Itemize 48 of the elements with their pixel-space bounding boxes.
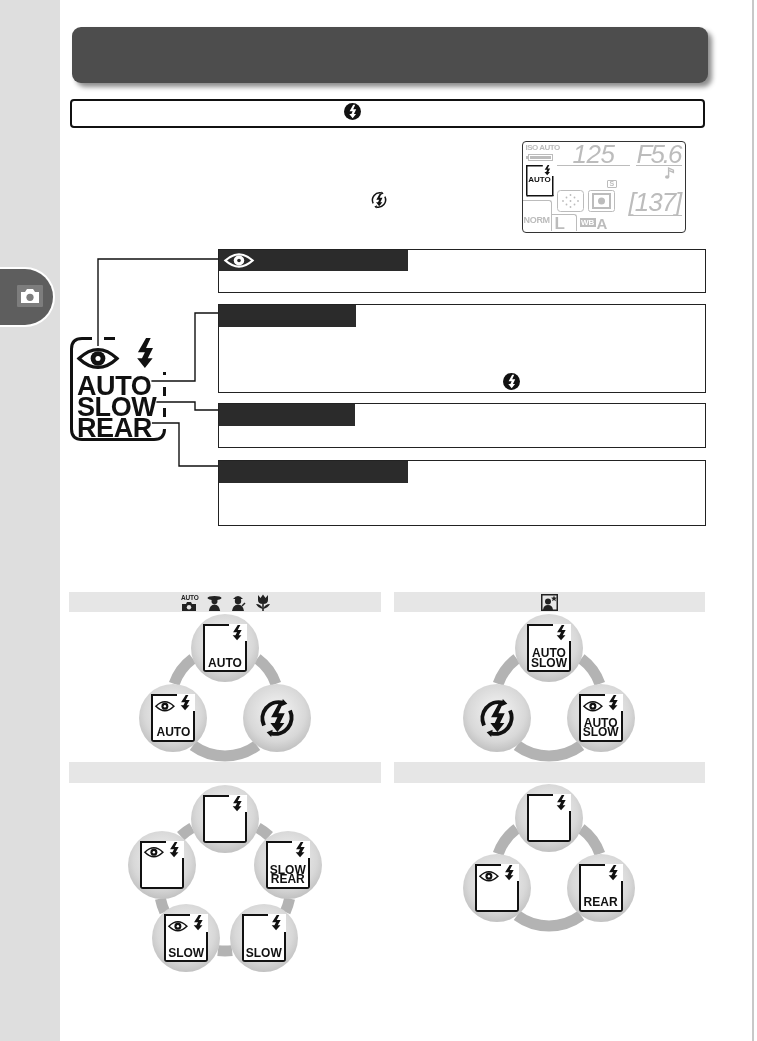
mode-label: REAR <box>583 898 618 908</box>
eye-icon <box>77 346 119 371</box>
leader-line <box>97 258 219 347</box>
mode-label: SLOW REAR <box>269 865 306 885</box>
mode-label: SLOW <box>245 948 282 959</box>
mode-circle <box>515 784 583 852</box>
header-band <box>394 762 705 783</box>
lcd-readout: 125 <box>572 142 615 166</box>
indicator-frame <box>70 337 166 441</box>
header-band <box>69 592 381 612</box>
header-band <box>394 592 705 612</box>
lcd-readout: F5.6 <box>636 142 681 166</box>
description-box <box>218 304 706 393</box>
lcd-readout: NORM <box>523 214 550 225</box>
indicator-label: AUTO <box>77 376 152 397</box>
leader-line <box>151 422 219 467</box>
indicator-label: SLOW <box>77 397 157 418</box>
mode-label: AUTO <box>208 658 242 668</box>
mode-label: AUTO SLOW <box>582 718 619 738</box>
leader-line <box>150 312 219 382</box>
mode-circle <box>191 614 259 682</box>
cycle-connector <box>169 654 197 686</box>
cycle-connector <box>493 824 521 856</box>
cycle-connector <box>493 654 521 686</box>
cycle-connector <box>177 823 195 841</box>
description-box <box>218 249 706 293</box>
indicator-label: REAR <box>77 418 152 439</box>
title-banner <box>72 27 708 83</box>
cycle-connector <box>217 945 233 957</box>
header-band <box>69 762 381 783</box>
leader-line <box>155 401 219 411</box>
cycle-connector <box>255 823 273 841</box>
description-box <box>218 460 706 526</box>
lcd-readout: ISO AUTO <box>525 143 560 152</box>
cycle-connector <box>253 654 281 686</box>
mode-label: AUTO SLOW <box>531 649 567 668</box>
lcd-readout: L <box>554 215 565 231</box>
lcd-readout: AUTO <box>528 174 551 184</box>
description-box <box>218 403 706 448</box>
mode-circle <box>515 614 583 682</box>
cycle-connector <box>577 654 605 686</box>
mode-label: AUTO <box>156 728 191 738</box>
cycle-connector <box>577 824 605 856</box>
mode-label: SLOW <box>168 948 205 959</box>
lcd-readout: A <box>596 216 608 231</box>
lcd-readout: WB <box>579 217 596 227</box>
lcd-readout: [137] <box>628 189 682 214</box>
mode-circle <box>191 785 259 853</box>
